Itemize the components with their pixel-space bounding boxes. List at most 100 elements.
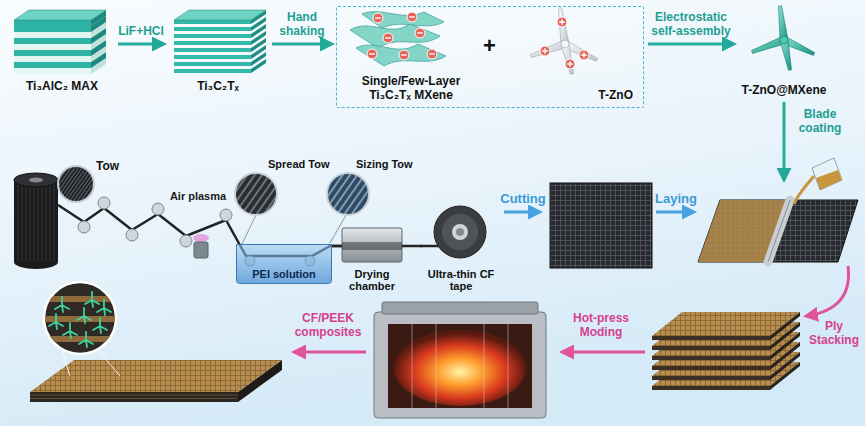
drying-chamber <box>342 228 402 262</box>
tow-path <box>152 203 164 215</box>
tow-path <box>180 235 192 247</box>
node-label: + <box>483 33 496 58</box>
hot-press-oven <box>382 302 538 314</box>
plasma-nozzle <box>194 242 208 258</box>
hot-press-oven <box>412 324 508 408</box>
step-label: Blade coating <box>792 108 848 136</box>
ply-stack <box>652 336 770 340</box>
cutting-arrow <box>504 211 540 214</box>
node-label: Ti₃AlC₂ MAX <box>26 80 98 94</box>
sizing-tow-callout <box>327 173 369 215</box>
cf-peek-laminate <box>97 300 111 315</box>
ply-stack <box>652 356 770 360</box>
tow-path <box>78 221 90 233</box>
blade-coating-sheet <box>768 200 790 262</box>
step-label: Laying <box>652 192 700 207</box>
tetrapod-node: T-ZnO <box>501 9 639 105</box>
mxene-block-node: Ti₃C₂Tₓ <box>168 6 268 96</box>
cf-peek-laminate <box>49 314 63 329</box>
cf-tape-roll <box>434 206 486 258</box>
dashed-group-box: +Single/Few-Layer Ti₃C₂Tₓ MXene T-ZnO <box>336 6 644 108</box>
arrow-label: Electrostatic self-assembly <box>644 11 738 39</box>
max-phase-node: Ti₃AlC₂ MAX <box>10 6 114 96</box>
node-label: Sizing Tow <box>356 158 413 171</box>
max-phase-block <box>14 10 106 20</box>
connector-arrow <box>332 245 342 248</box>
fiber-spool <box>14 173 58 269</box>
connector-arrow <box>402 245 422 248</box>
ply-stack <box>652 346 770 350</box>
fiber-spool <box>14 180 58 262</box>
node-label: T-ZnO@MXene <box>741 84 826 98</box>
ply-stack <box>652 376 770 380</box>
cf-sheet <box>550 183 652 268</box>
composite-arrow <box>294 351 366 354</box>
hot-press-oven <box>374 312 546 418</box>
blade-coating-sheet <box>698 200 858 262</box>
coated-tetrapod <box>780 36 788 44</box>
cf-peek-laminate <box>30 392 238 402</box>
blade-coating-sheet <box>768 200 790 262</box>
plasma-nozzle <box>193 234 209 258</box>
cf-peek-laminate <box>40 296 120 302</box>
composite-arrow <box>294 352 366 353</box>
cf-peek-laminate <box>93 318 107 333</box>
cf-peek-laminate <box>55 297 69 312</box>
mxene-multilayer-block <box>174 10 266 20</box>
step-label: Cutting <box>498 192 548 207</box>
node-label: Tow <box>96 160 119 174</box>
max-phase-block <box>14 10 106 26</box>
tow-path <box>126 229 138 241</box>
max-phase-block <box>14 10 106 74</box>
plasma-nozzle <box>193 234 209 242</box>
drying-chamber-node: Drying chamber <box>342 228 402 294</box>
spread-tow-callout <box>242 215 256 244</box>
coated-tetrapod <box>752 6 815 71</box>
cf-peek-laminate <box>77 308 91 323</box>
ply-stack <box>652 312 800 390</box>
fiber-spool <box>14 173 58 187</box>
cf-tape-roll <box>456 228 464 236</box>
blade-coating-arrow <box>783 102 786 180</box>
sizing-tow-node: Sizing Tow <box>334 156 430 218</box>
node-label: Single/Few-Layer Ti₃C₂Tₓ MXene <box>341 75 481 103</box>
node-label: Ti₃C₂Tₓ <box>197 80 239 94</box>
spread-tow-callout <box>235 173 277 215</box>
node-label: Drying chamber <box>342 268 402 293</box>
blade-coating-sheet <box>794 176 814 204</box>
tow-callout-node: Tow <box>56 158 126 204</box>
connector-arrow <box>272 43 332 46</box>
tow-callout <box>58 166 94 202</box>
drying-chamber <box>342 228 402 262</box>
cf-tape-roll <box>420 206 486 258</box>
tow-callout <box>58 166 94 202</box>
hot-press-arrow <box>562 352 645 353</box>
cf-peek-laminate <box>40 292 120 347</box>
tow-path <box>98 197 110 209</box>
ply-stack <box>652 386 770 390</box>
hot-press-oven <box>388 324 532 408</box>
step-label: Ply Stacking <box>806 320 862 348</box>
cf-peek-laminate <box>85 292 99 307</box>
hot-press-oven <box>374 302 546 418</box>
ply-stacking-arrow <box>806 266 849 316</box>
laying-arrow <box>656 212 694 213</box>
step-label: Hot-press Moding <box>562 312 640 340</box>
mxene-sheet-node: Single/Few-Layer Ti₃C₂Tₓ MXene <box>341 9 481 105</box>
mxene-multilayer-block <box>174 10 266 24</box>
hot-press-arrow <box>562 351 645 354</box>
blade-coating-sheet <box>816 170 842 190</box>
ply-stack <box>652 366 770 370</box>
cf-peek-laminate <box>30 395 238 399</box>
connector-arrow <box>118 43 164 46</box>
blade-coating-arrow <box>784 102 785 180</box>
spread-tow-callout <box>235 173 277 244</box>
coated-tetrapod-node: T-ZnO@MXene <box>738 6 830 100</box>
cf-peek-laminate <box>40 336 120 342</box>
mxene-multilayer-block <box>174 10 266 73</box>
cf-peek-laminate <box>63 323 77 338</box>
drying-chamber <box>342 242 402 250</box>
arrow-label: Hand shaking <box>271 11 333 39</box>
